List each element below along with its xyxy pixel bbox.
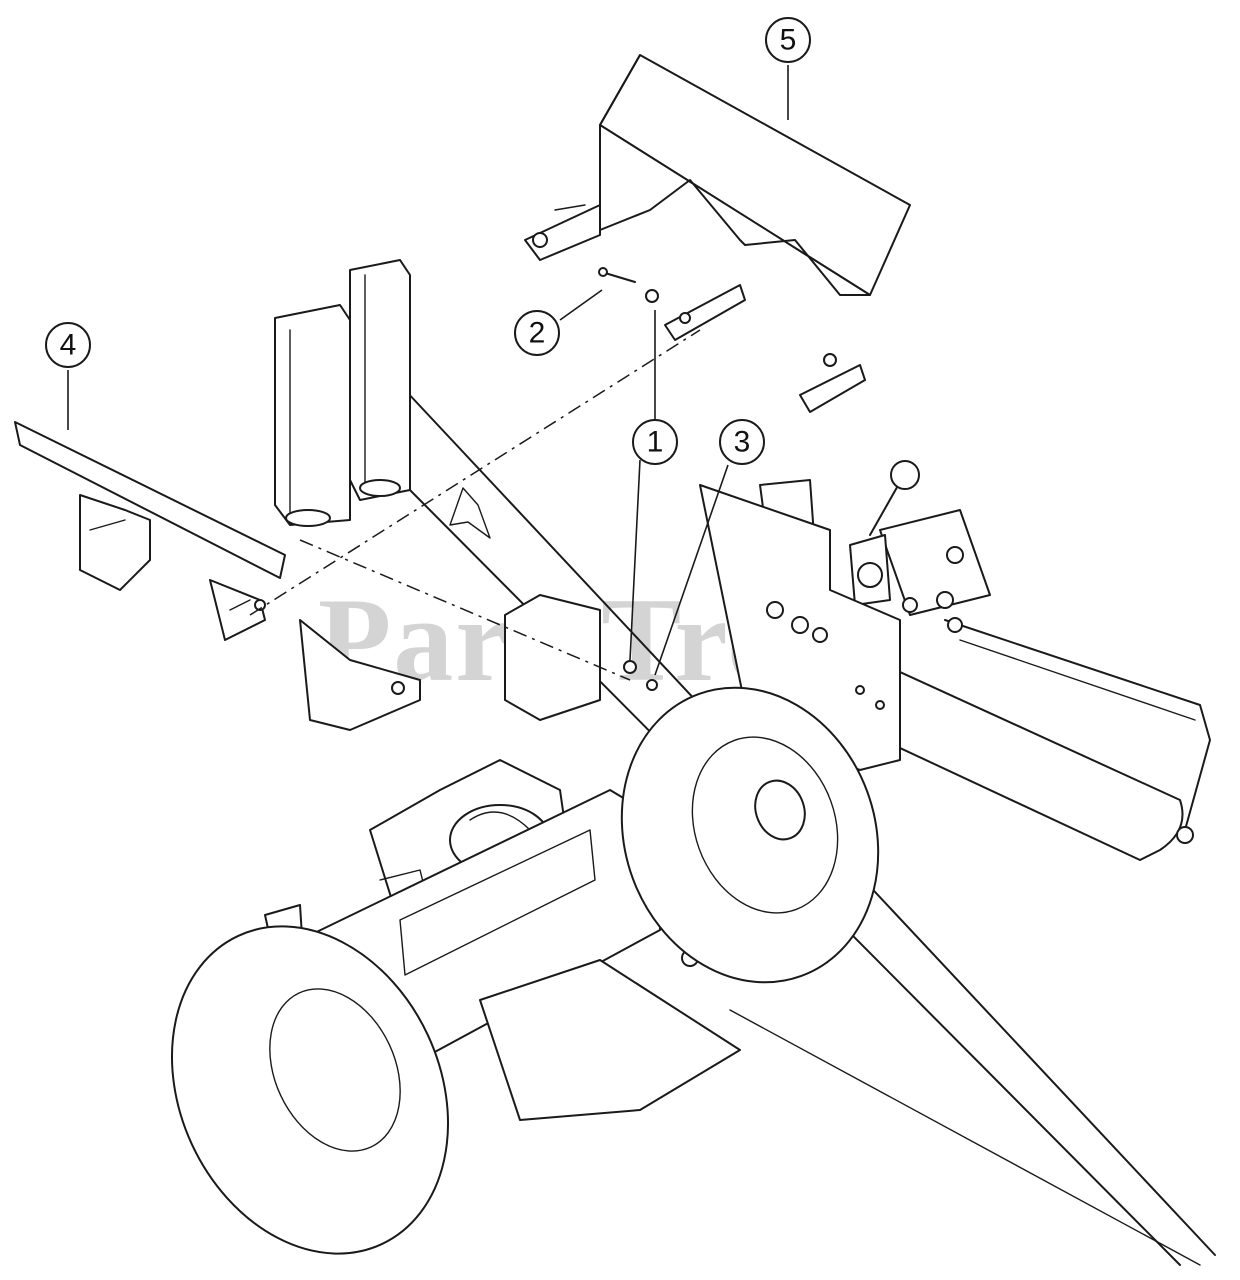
control-valve bbox=[849, 460, 991, 633]
callout-5[interactable]: 5 bbox=[765, 17, 811, 63]
deflector-part-4 bbox=[14, 421, 421, 731]
callout-4[interactable]: 4 bbox=[45, 322, 91, 368]
callout-leaders bbox=[67, 65, 789, 676]
callout-1[interactable]: 1 bbox=[632, 419, 678, 465]
callout-3[interactable]: 3 bbox=[719, 419, 765, 465]
callout-5-label: 5 bbox=[780, 24, 797, 57]
warning-triangle bbox=[449, 487, 491, 539]
left-wheel bbox=[171, 925, 449, 1255]
right-wheel bbox=[620, 686, 880, 984]
callout-2-label: 2 bbox=[529, 317, 546, 350]
callout-2[interactable]: 2 bbox=[514, 310, 560, 356]
reference-lines bbox=[249, 329, 701, 681]
wedge-column bbox=[274, 259, 411, 527]
hydraulic-cylinder bbox=[829, 619, 1211, 861]
callout-1-label: 1 bbox=[647, 426, 664, 459]
callout-4-label: 4 bbox=[60, 329, 77, 362]
deflector-part-5 bbox=[524, 54, 911, 413]
fasteners bbox=[598, 267, 659, 691]
callout-3-label: 3 bbox=[734, 426, 751, 459]
